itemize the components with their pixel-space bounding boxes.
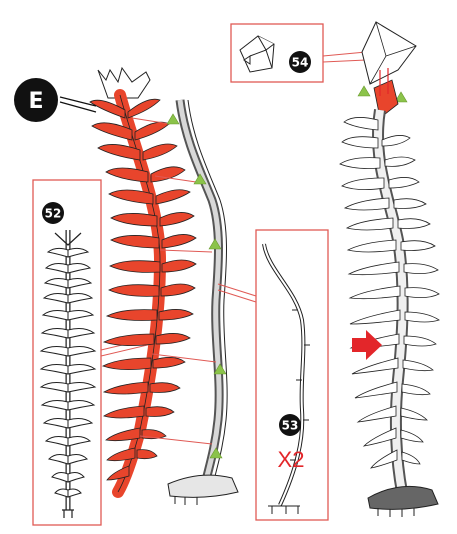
part-52-number: 52 xyxy=(45,207,62,221)
gray-rail-part xyxy=(168,100,238,505)
part-54-badge-icon: 54 xyxy=(289,51,311,73)
next-step-arrow-icon xyxy=(352,330,382,360)
part-53-number: 53 xyxy=(282,419,299,433)
step-e-callout: E xyxy=(14,78,96,122)
part-54-number: 54 xyxy=(292,56,309,70)
part-52-badge-icon: 52 xyxy=(42,202,64,224)
part-53-panel: 53 X2 xyxy=(256,230,328,520)
part-53-badge-icon: 53 xyxy=(279,414,301,436)
part-52-panel: 52 xyxy=(33,180,101,525)
step-letter: E xyxy=(28,89,43,114)
part-54-panel: 54 xyxy=(231,24,366,82)
red-spine-part xyxy=(90,68,196,492)
part-53-quantity: X2 xyxy=(278,447,305,472)
assembled-spine xyxy=(340,22,439,517)
